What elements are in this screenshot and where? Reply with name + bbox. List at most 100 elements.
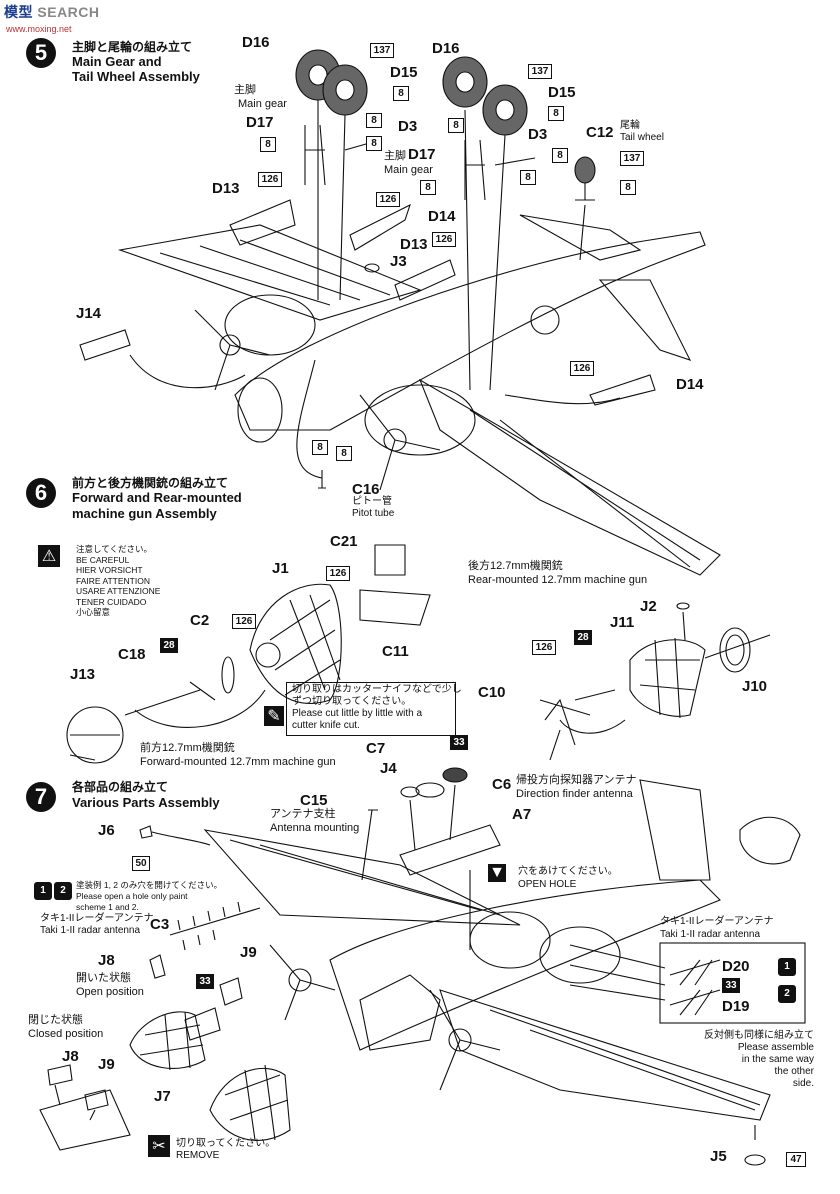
part-d14: D14 [676,376,704,393]
closed-position-jp: 閉じた状態 [28,1014,83,1026]
color-code-126: 126 [232,614,256,629]
radar-antenna-jp: タキ1-IIレーダーアンテナ [40,913,154,924]
part-j9: J9 [240,944,257,961]
antenna-mount-en: Antenna mounting [270,822,360,834]
df-antenna-en: Direction finder antenna [516,788,633,800]
rear-gun-en: Rear-mounted 12.7mm machine gun [468,574,648,586]
color-code-50: 50 [132,856,150,871]
color-code-8: 8 [366,136,382,151]
color-code-28: 28 [160,638,178,653]
step7-number: 7 [26,782,56,812]
part-d15: D15 [390,64,418,81]
rear-gun-jp: 後方12.7mm機関銃 [468,560,563,572]
step7-title-en-1: Various Parts Assembly [72,795,220,810]
step6-title-jp: 前方と後方機関銃の組み立て [72,476,229,490]
scheme-1-badge: 1 [34,882,52,900]
main-gear-en: Main gear [238,98,287,110]
color-code-8: 8 [548,106,564,121]
remove-en: REMOVE [176,1150,220,1161]
cut-note-en-2: cutter knife cut. [292,720,360,731]
color-code-33: 33 [722,978,740,993]
cut-note-en-1: Please cut little by little with a [292,708,423,719]
df-antenna-jp: 帰投方向探知器アンテナ [516,774,637,786]
part-j5: J5 [710,1148,727,1165]
scheme-note-jp: 塗装例 1, 2 のみ穴を開けてください。 [76,880,223,890]
scheme-note-en-2: scheme 1 and 2. [76,902,139,912]
color-code-8: 8 [520,170,536,185]
part-d3: D3 [528,126,548,143]
closed-position-en: Closed position [28,1028,104,1040]
color-code-137: 137 [528,64,552,79]
part-j7: J7 [154,1088,171,1105]
step6-guns [66,544,771,764]
color-code-33: 33 [196,974,214,989]
open-position-jp: 開いた状態 [76,972,131,984]
part-j3: J3 [390,253,407,270]
step6-title-en-2: machine gun Assembly [72,506,217,521]
part-d17: D17 [408,146,436,163]
part-j2: J2 [640,598,657,615]
part-d20: D20 [722,958,750,975]
color-code-8: 8 [448,118,464,133]
color-code-8: 8 [312,440,328,455]
main-gear-en: Main gear [384,164,433,176]
color-code-8: 8 [260,137,276,152]
step5-aircraft [79,49,721,576]
color-code-8: 8 [552,148,568,163]
color-code-8: 8 [366,113,382,128]
step5-title-jp: 主脚と尾輪の組み立て [72,40,193,54]
main-gear-jp: 主脚 [384,150,406,162]
step6-number: 6 [26,478,56,508]
part-j14: J14 [76,305,102,322]
remove-icon: ✂ [148,1135,170,1157]
part-j4: J4 [380,760,397,777]
part-c21: C21 [330,533,358,550]
cut-note-jp-1: 切り取りはカッターナイフなどで少し [292,684,462,695]
step7-aircraft [39,767,806,1166]
color-code-28: 28 [574,630,592,645]
part-j10: J10 [742,678,768,695]
step5-title-en-1: Main Gear and [72,54,162,69]
open-position-en: Open position [76,986,144,998]
color-code-137: 137 [620,151,644,166]
drill-icon: ▼ [488,864,506,882]
color-code-126: 126 [326,566,350,581]
color-code-126: 126 [532,640,556,655]
color-code-126: 126 [258,172,282,187]
same-side-en-2: in the same way [741,1054,814,1065]
tail-wheel-jp: 尾輪 [620,120,640,131]
color-code-126: 126 [376,192,400,207]
remove-jp: 切り取ってください。 [176,1138,276,1149]
color-code-33: 33 [450,735,468,750]
tail-wheel-en: Tail wheel [620,132,664,143]
part-j9: J9 [98,1056,115,1073]
cut-note-jp-2: ずつ切り取ってください。 [292,696,412,707]
part-j8: J8 [62,1048,79,1065]
color-code-137: 137 [370,43,394,58]
open-hole-en: OPEN HOLE [518,879,577,890]
part-d13: D13 [212,180,240,197]
part-j13: J13 [70,666,96,683]
knife-icon: ✎ [264,706,284,726]
same-side-en-3: the other [774,1066,814,1077]
scheme-2-badge: 2 [778,985,796,1003]
part-c11: C11 [382,643,409,660]
step5-title-en-2: Tail Wheel Assembly [72,69,200,84]
color-code-47: 47 [786,1152,806,1167]
radar-antenna-en: Taki 1-II radar antenna [40,925,141,936]
part-c12: C12 [586,124,614,141]
part-j11: J11 [610,614,635,631]
scheme-1-badge: 1 [778,958,796,976]
watermark-url: www.moxing.net [6,24,72,34]
part-c6: C6 [492,776,512,793]
part-d13: D13 [400,236,428,253]
pitot-tube-en: Pitot tube [352,508,395,519]
part-c7: C7 [366,740,386,757]
part-c3: C3 [150,916,170,933]
main-gear-jp: 主脚 [234,84,256,96]
cut-note-box [286,682,456,736]
radar-antenna2-jp: タキ1-IIレーダーアンテナ [660,916,774,927]
radar-antenna2-en: Taki 1-II radar antenna [660,929,761,940]
